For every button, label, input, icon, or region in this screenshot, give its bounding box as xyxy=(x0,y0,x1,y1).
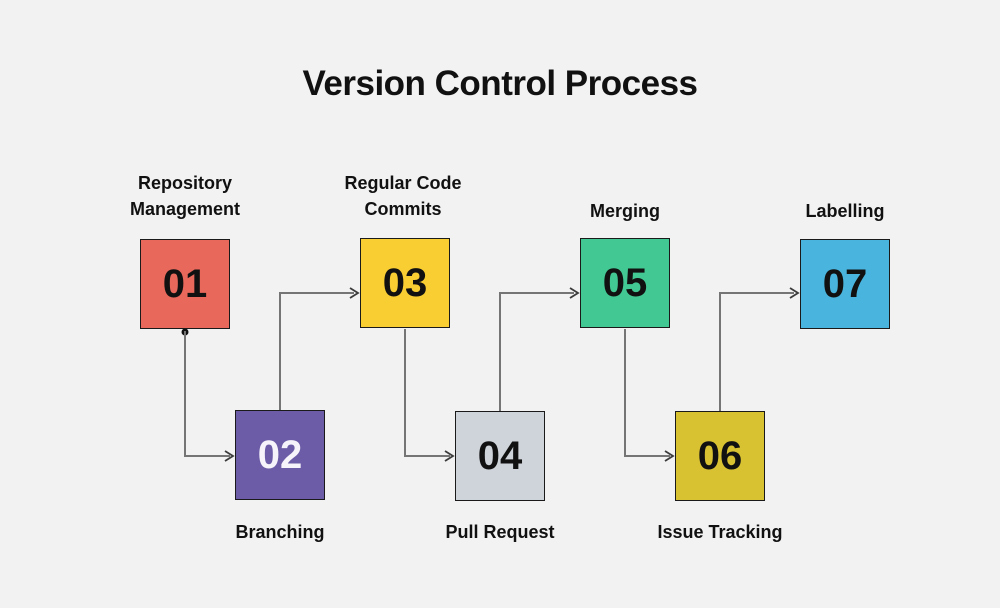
connector-04-05 xyxy=(499,292,574,411)
step-box-03: 03 xyxy=(360,238,450,328)
step-box-06: 06 xyxy=(675,411,765,501)
step-number-05: 05 xyxy=(602,260,648,305)
step-number-04: 04 xyxy=(477,433,523,478)
step-label-pull-request: Pull Request xyxy=(445,522,555,542)
arrowhead-07-icon xyxy=(789,287,800,299)
arrowhead-04-icon xyxy=(444,450,455,462)
step-number-02: 02 xyxy=(257,432,303,477)
connector-06-07 xyxy=(719,292,794,411)
step-label-repository-management: Repository Management xyxy=(129,173,241,219)
step-box-04: 04 xyxy=(455,411,545,501)
step-label-labelling: Labelling xyxy=(805,201,885,221)
step-number-07: 07 xyxy=(822,261,868,306)
arrowhead-06-icon xyxy=(664,450,675,462)
arrowhead-02-icon xyxy=(224,450,235,462)
step-number-03: 03 xyxy=(382,260,428,305)
step-label-regular-code-commits: Regular Code Commits xyxy=(344,173,462,219)
step-number-01: 01 xyxy=(162,261,208,306)
step-number-06: 06 xyxy=(697,433,743,478)
connector-03-04 xyxy=(404,329,450,457)
step-box-05: 05 xyxy=(580,238,670,328)
step-box-01: 01 xyxy=(140,239,230,329)
step-box-07: 07 xyxy=(800,239,890,329)
step-label-issue-tracking: Issue Tracking xyxy=(657,522,783,542)
step-label-merging: Merging xyxy=(590,201,660,221)
step-label-branching: Branching xyxy=(235,522,325,542)
connector-01-02 xyxy=(184,331,230,457)
connector-02-03 xyxy=(279,292,354,410)
page-title: Version Control Process xyxy=(302,64,698,103)
step-box-02: 02 xyxy=(235,410,325,500)
arrowhead-03-icon xyxy=(349,287,360,299)
connector-05-06 xyxy=(624,329,670,457)
arrowhead-05-icon xyxy=(569,287,580,299)
